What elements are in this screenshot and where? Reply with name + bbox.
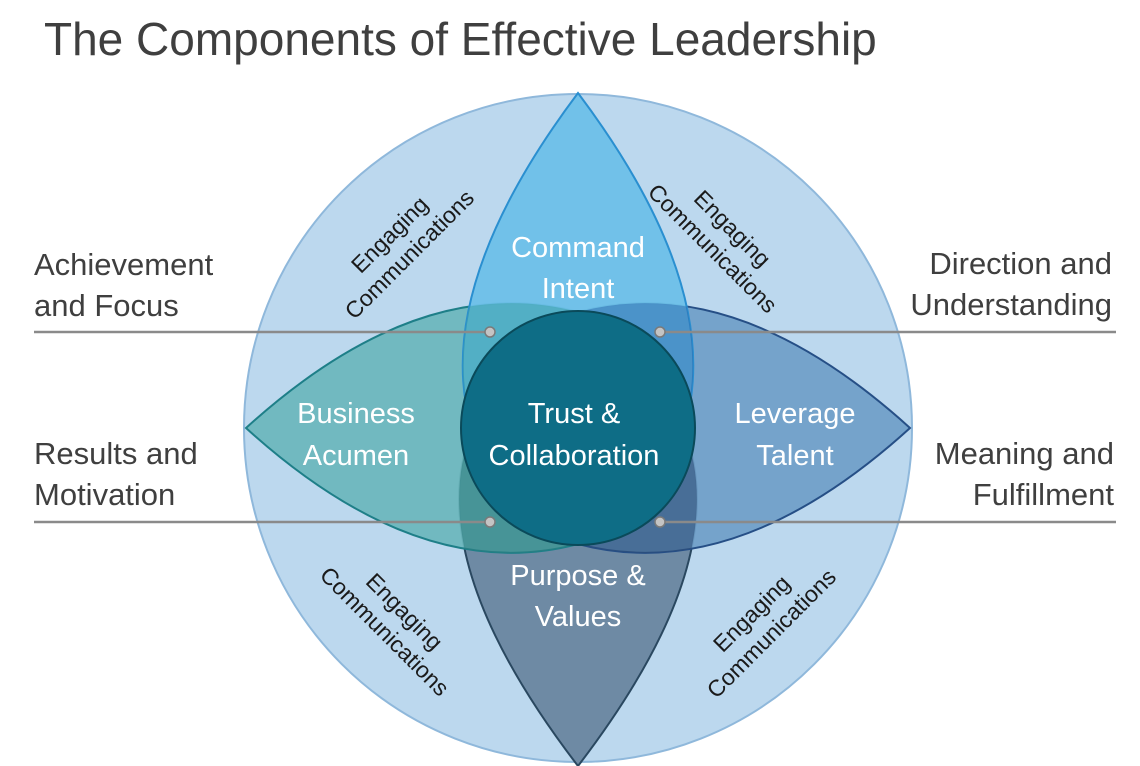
connector-dots: [484, 326, 666, 528]
connector-lines: [34, 330, 1116, 524]
top-petal-label-1: Command: [511, 232, 645, 264]
label-direction-understanding-line2: Understanding: [910, 287, 1112, 322]
label-results-motivation-line2: Motivation: [34, 477, 176, 512]
label-achievement-focus-line2: and Focus: [34, 288, 179, 323]
dot-bottom-left: [484, 516, 496, 528]
label-meaning-fulfillment: Meaning and Fulfillment: [935, 433, 1114, 515]
dot-top-left: [484, 326, 496, 338]
right-petal-label-1: Leverage: [735, 398, 856, 430]
center-label-2: Collaboration: [489, 440, 660, 472]
label-results-motivation: Results and Motivation: [34, 433, 198, 515]
label-achievement-focus: Achievement and Focus: [34, 244, 213, 326]
bottom-petal-label-2: Values: [535, 601, 622, 633]
center-circle: [460, 310, 696, 546]
page-title: The Components of Effective Leadership: [44, 13, 877, 65]
label-achievement-focus-line1: Achievement: [34, 247, 214, 282]
label-meaning-fulfillment-line2: Fulfillment: [972, 477, 1114, 512]
label-direction-understanding: Direction and Understanding: [910, 243, 1112, 325]
top-petal-label-2: Intent: [542, 273, 615, 305]
center-label-1: Trust &: [528, 398, 620, 430]
dot-bottom-right: [654, 516, 666, 528]
left-petal-label-1: Business: [297, 398, 415, 430]
right-petal-label-2: Talent: [756, 440, 833, 472]
bottom-petal-label-1: Purpose &: [510, 560, 645, 592]
dot-top-right: [654, 326, 666, 338]
label-direction-understanding-line1: Direction and: [929, 246, 1112, 281]
label-meaning-fulfillment-line1: Meaning and: [934, 436, 1114, 471]
label-results-motivation-line1: Results and: [34, 436, 198, 471]
left-petal-label-2: Acumen: [303, 440, 409, 472]
